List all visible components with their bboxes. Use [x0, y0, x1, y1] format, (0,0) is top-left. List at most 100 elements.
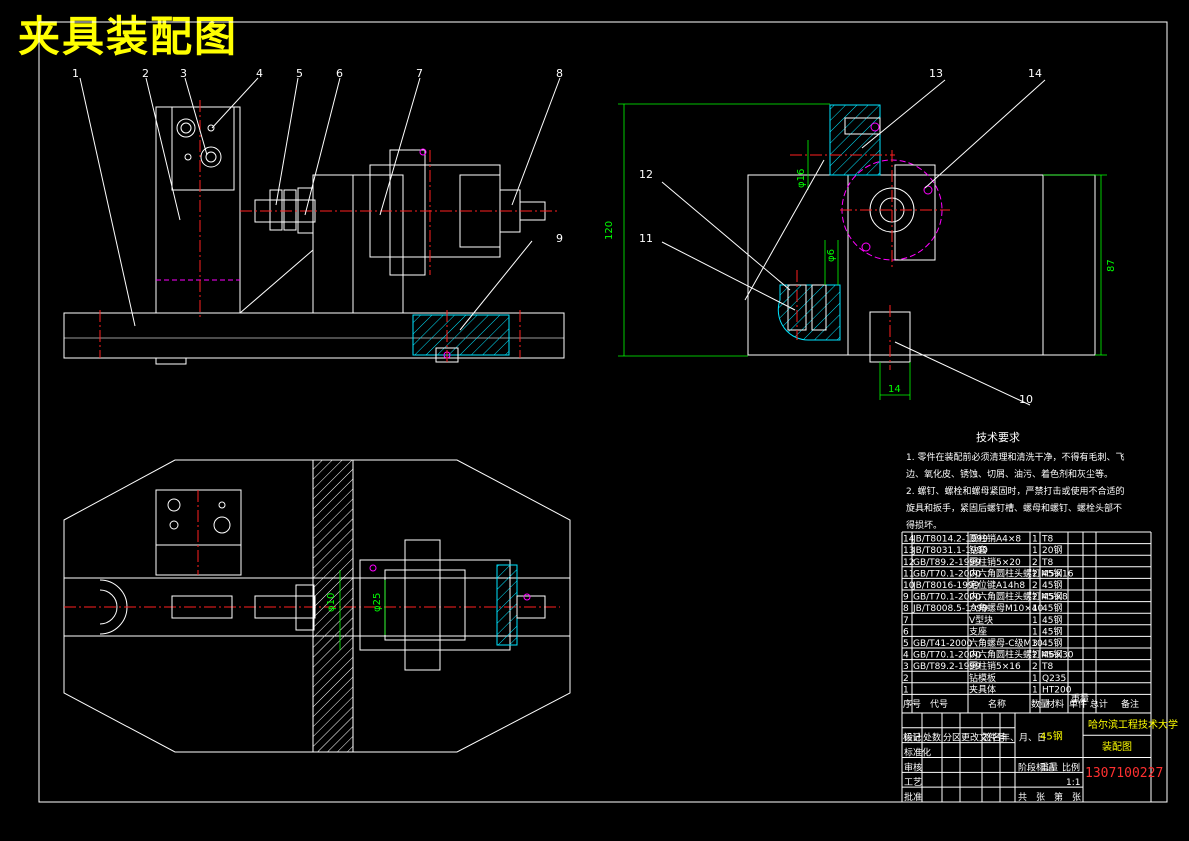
title-left-label: 工艺 — [904, 777, 922, 788]
parts-name: 支座 — [969, 625, 987, 637]
parts-code: GB/T89.2-1999 — [913, 662, 981, 672]
parts-name: 定位键A14h8 — [969, 579, 1025, 591]
parts-name: 圆柱销5×20 — [969, 556, 1021, 568]
dim-dia-10: φ10 — [326, 593, 337, 612]
parts-name: 内六角圆柱头螺钉M5×8 — [969, 591, 1068, 603]
parts-header-cell: 单件 总计 — [1069, 698, 1108, 710]
parts-qty: 1 — [1032, 627, 1038, 637]
dim-120: 120 — [604, 221, 615, 240]
parts-qty: 1 — [1032, 535, 1038, 545]
callout-13: 13 — [929, 67, 943, 80]
top-view — [63, 459, 571, 753]
parts-no: 13 — [903, 546, 914, 556]
title-stage-label: 比例 — [1062, 761, 1080, 773]
parts-code: JB/T8014.2-1999 — [912, 535, 988, 545]
parts-no: 4 — [903, 651, 909, 661]
parts-code: JB/T8016-1999 — [912, 581, 980, 591]
title-drawing-name: 装配图 — [1102, 740, 1132, 753]
dim-87: 87 — [1106, 259, 1117, 272]
parts-code: GB/T41-2000 — [913, 639, 973, 649]
parts-code: GB/T70.1-2000 — [913, 593, 981, 603]
title-stage-label: 重量 — [1040, 761, 1058, 773]
parts-qty: 2 — [1032, 593, 1038, 603]
parts-material: 45钢 — [1042, 637, 1062, 649]
parts-material: Q235 — [1042, 674, 1066, 684]
tech-line-5: 得损坏。 — [906, 519, 942, 531]
parts-qty: 2 — [1032, 558, 1038, 568]
title-row-label: 签名 — [983, 732, 1001, 744]
parts-material: T8 — [1041, 535, 1053, 545]
callout-6: 6 — [336, 67, 343, 80]
tech-heading: 技术要求 — [976, 431, 1020, 444]
parts-name: 圆柱销5×16 — [969, 660, 1021, 672]
parts-no: 2 — [903, 674, 909, 684]
title-row-label: 年、月、日 — [1001, 732, 1046, 744]
parts-qty: 1 — [1032, 546, 1038, 556]
parts-name: 钻模板 — [969, 672, 996, 684]
parts-material: 45钢 — [1042, 567, 1062, 579]
parts-header-cell: 名称 — [988, 698, 1006, 710]
title-block: 标记处数分区更改文件号签名年、月、日设计标准化审核工艺批准45钢哈尔滨工程技术大… — [901, 712, 1178, 803]
title-left-label: 审核 — [904, 761, 922, 773]
callout-11: 11 — [639, 232, 653, 245]
parts-no: 10 — [903, 581, 915, 591]
title-row-label: 更改文件号 — [961, 732, 1006, 744]
title-row-label: 处数 — [923, 732, 941, 744]
title-school: 哈尔滨工程技术大学 — [1088, 718, 1178, 731]
parts-no: 1 — [903, 685, 909, 695]
tech-line-4: 旋具和扳手，紧固后螺钉槽、螺母和螺钉、螺栓头部不 — [906, 502, 1122, 514]
callout-10: 10 — [1019, 393, 1033, 406]
parts-name: 钻套 — [969, 544, 987, 556]
dim-dia-6: φ6 — [826, 249, 837, 262]
title-row-label: 标记 — [903, 732, 921, 744]
callout-8: 8 — [556, 67, 563, 80]
title-left-label: 标准化 — [904, 746, 931, 758]
front-view — [63, 77, 565, 365]
dim-dia-25: φ25 — [372, 593, 383, 612]
parts-name: 六角螺母-C级M10 — [969, 637, 1043, 649]
parts-material: 45钢 — [1042, 579, 1062, 591]
parts-no: 3 — [903, 662, 909, 672]
parts-qty: 3 — [1032, 639, 1038, 649]
dim-dia-16: φ16 — [796, 169, 807, 188]
parts-qty: 1 — [1032, 616, 1038, 626]
parts-material: 20钢 — [1042, 544, 1062, 556]
parts-header-cell: 序号 — [903, 698, 921, 710]
parts-qty: 2 — [1032, 662, 1038, 672]
parts-no: 5 — [903, 639, 909, 649]
parts-material: T8 — [1041, 558, 1053, 568]
dim-14: 14 — [888, 384, 901, 395]
callout-numbers: 1 2 3 4 5 6 7 8 9 10 11 12 13 14 — [72, 67, 1042, 406]
parts-material: 45钢 — [1042, 602, 1062, 614]
parts-header-cell: 备注 — [1121, 698, 1139, 710]
parts-qty: 2 — [1032, 581, 1038, 591]
dimension-labels: 120 87 14 φ16 φ6 φ10 φ25 — [326, 169, 1117, 612]
title-sheet-label: 第 — [1054, 791, 1063, 803]
tech-requirements: 技术要求 1. 零件在装配前必须清理和清洗干净，不得有毛刺、飞 边、氧化皮、锈蚀… — [906, 431, 1124, 531]
title-scale: 1:1 — [1066, 778, 1080, 788]
parts-name: 圆柱销A4×8 — [969, 533, 1021, 545]
parts-name: 内六角圆柱头螺钉M6×30 — [969, 649, 1074, 661]
side-view — [618, 79, 1107, 406]
parts-material: HT200 — [1042, 685, 1072, 695]
tech-line-2: 边、氧化皮、锈蚀、切屑、油污、着色剂和灰尘等。 — [906, 468, 1113, 480]
title-row-label: 分区 — [943, 733, 961, 744]
title-left-label: 设计 — [904, 732, 922, 744]
parts-name: 六角螺母M10×40 — [969, 602, 1043, 614]
parts-material: 45钢 — [1042, 625, 1062, 637]
parts-no: 7 — [903, 616, 909, 626]
parts-code: GB/T89.2-1999 — [913, 558, 981, 568]
tech-line-1: 1. 零件在装配前必须清理和清洗干净，不得有毛刺、飞 — [906, 451, 1124, 463]
parts-header-cell: 材料 — [1046, 698, 1064, 710]
